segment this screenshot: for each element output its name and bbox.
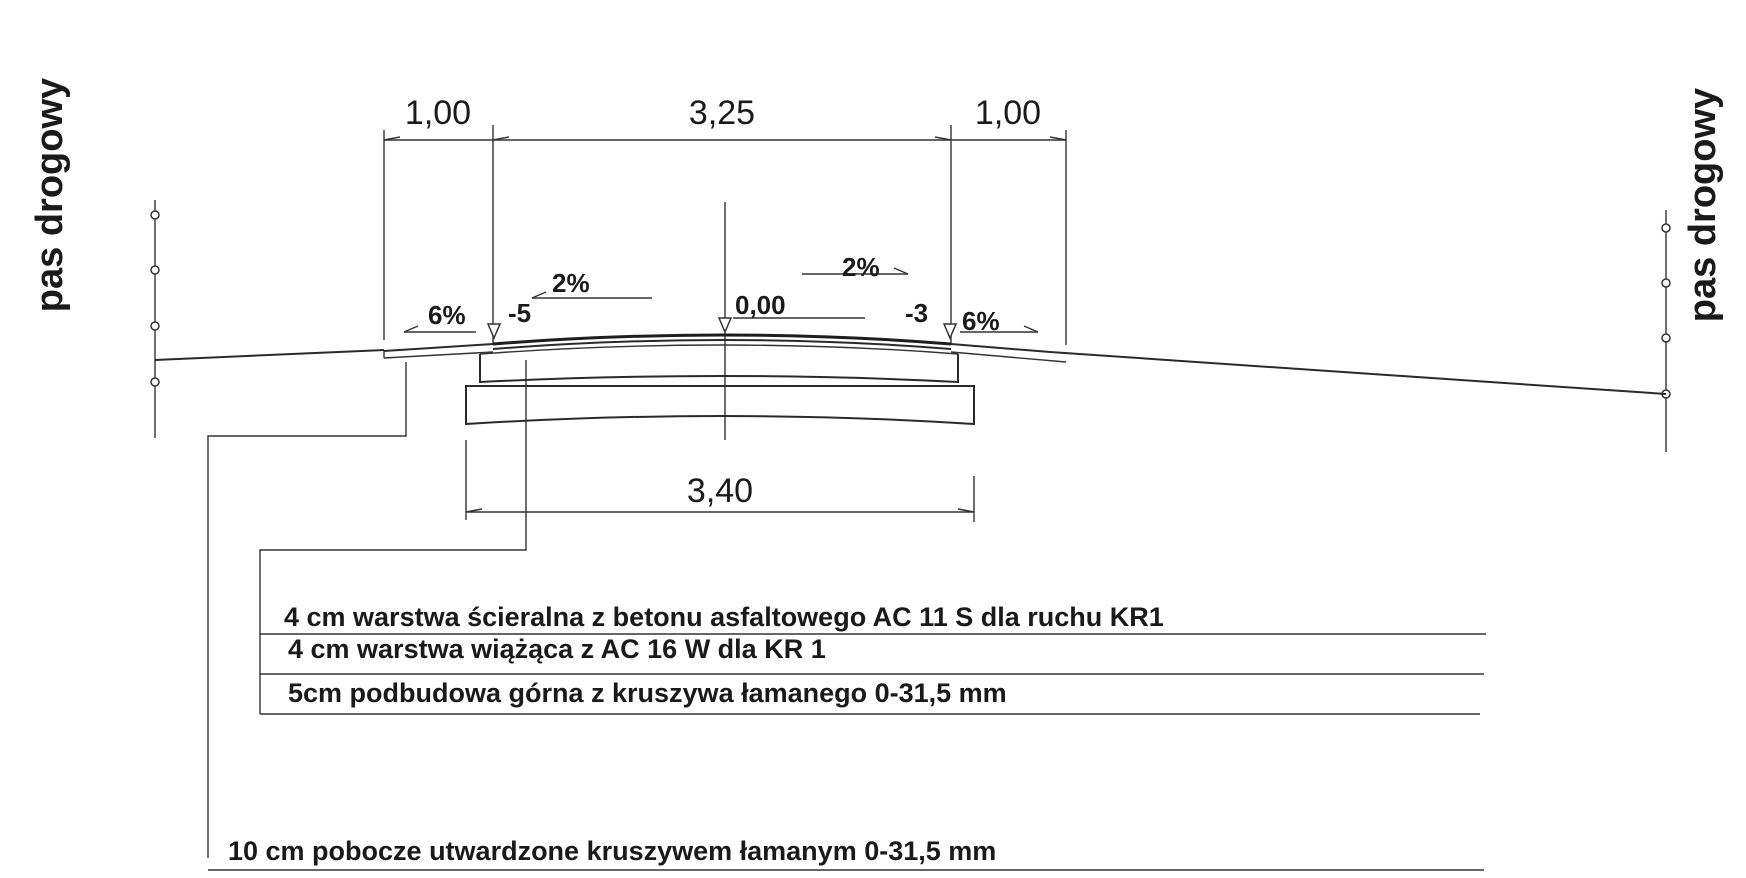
elevation-axis: 0,00 — [735, 290, 786, 320]
layer-shoulder: 10 cm pobocze utwardzone kruszywem łaman… — [228, 836, 996, 866]
terrain-line — [154, 349, 1667, 395]
layer-legend — [208, 633, 1486, 871]
left-boundary-post — [150, 200, 160, 438]
right-boundary-post — [1661, 210, 1671, 452]
dimension-base-width: 3,40 — [687, 472, 753, 510]
slope-left-lane: 2% — [552, 268, 590, 298]
elevation-right-edge: -3 — [905, 298, 928, 328]
slope-left-shoulder: 6% — [428, 300, 466, 330]
slope-right-shoulder: 6% — [962, 306, 1000, 336]
slope-right-lane: 2% — [842, 252, 880, 282]
dimension-left-shoulder: 1,00 — [405, 94, 471, 132]
bottom-dimension — [465, 440, 975, 522]
right-road-strip-label: pas drogowy — [1682, 88, 1724, 322]
layer-wearing-course: 4 cm warstwa ścieralna z betonu asfaltow… — [284, 602, 1164, 632]
dimension-right-shoulder: 1,00 — [975, 94, 1041, 132]
top-dimension-chain — [383, 125, 1067, 345]
layer-binder-course: 4 cm warstwa wiążąca z AC 16 W dla KR 1 — [288, 634, 826, 664]
elevation-markers — [486, 317, 958, 340]
elevation-left-edge: -5 — [508, 298, 531, 328]
leader-lines — [207, 360, 527, 858]
dimension-carriageway: 3,25 — [689, 94, 755, 132]
left-road-strip-label: pas drogowy — [29, 78, 71, 312]
layer-upper-base: 5cm podbudowa górna z kruszywa łamanego … — [288, 678, 1007, 708]
slope-arrows — [403, 267, 1039, 333]
